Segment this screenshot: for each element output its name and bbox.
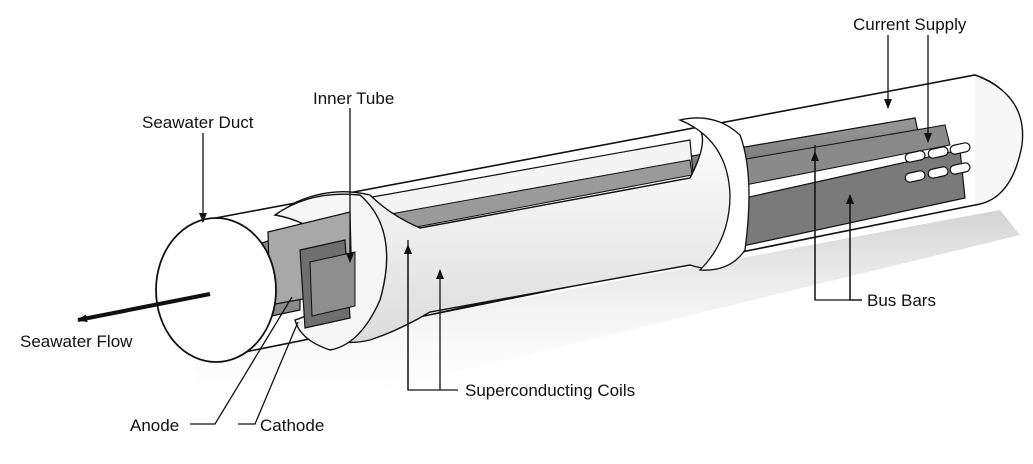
- leader-anode: [190, 296, 293, 425]
- ground-shadow: [190, 210, 1020, 420]
- seawater-flow-arrow: [77, 292, 211, 323]
- current-supply-connectors: [904, 142, 971, 183]
- label-anode: Anode: [130, 416, 179, 435]
- cathode-plate-face: [309, 251, 356, 317]
- label-seawater-flow: Seawater Flow: [20, 332, 133, 351]
- label-bus-bars: Bus Bars: [867, 291, 936, 310]
- duct-far-end: [974, 74, 1024, 206]
- label-inner-tube: Inner Tube: [313, 89, 394, 108]
- superconducting-coil-rear: [677, 117, 750, 271]
- label-cathode: Cathode: [260, 416, 324, 435]
- leader-lines: [190, 35, 932, 425]
- label-seawater-duct: Seawater Duct: [142, 113, 254, 132]
- leader-cathode: [238, 321, 299, 425]
- label-superconducting-coils: Superconducting Coils: [465, 381, 635, 400]
- duct-near-end: [155, 217, 277, 363]
- label-current-supply: Current Supply: [853, 15, 967, 34]
